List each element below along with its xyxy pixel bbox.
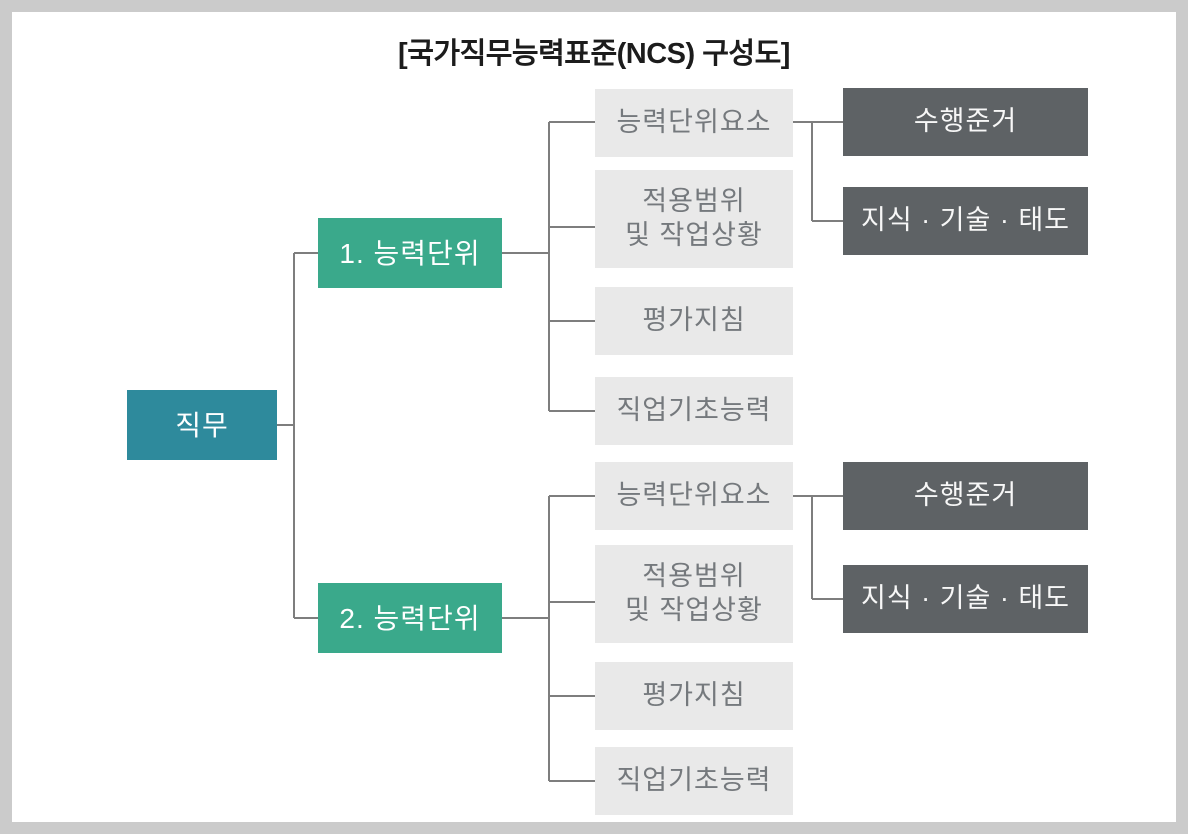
node-u2-unit-element: 능력단위요소: [595, 462, 793, 530]
diagram-title: [국가직무능력표준(NCS) 구성도]: [398, 38, 790, 70]
node-job: 직무: [127, 390, 277, 460]
node-u1-unit-element: 능력단위요소: [595, 89, 793, 157]
node-u1-performance-criteria: 수행준거: [843, 88, 1088, 156]
node-u1-basic-vocational-competency: 직업기초능력: [595, 377, 793, 445]
node-u2-performance-criteria: 수행준거: [843, 462, 1088, 530]
node-u1-scope-and-work-situation: 적용범위 및 작업상황: [595, 170, 793, 268]
node-competency-unit-1: 1. 능력단위: [318, 218, 502, 288]
node-competency-unit-2: 2. 능력단위: [318, 583, 502, 653]
node-u1-assessment-guideline: 평가지침: [595, 287, 793, 355]
node-u2-basic-vocational-competency: 직업기초능력: [595, 747, 793, 815]
node-u2-knowledge-skill-attitude: 지식 · 기술 · 태도: [843, 565, 1088, 633]
node-u1-knowledge-skill-attitude: 지식 · 기술 · 태도: [843, 187, 1088, 255]
node-u2-assessment-guideline: 평가지침: [595, 662, 793, 730]
node-u2-scope-and-work-situation: 적용범위 및 작업상황: [595, 545, 793, 643]
